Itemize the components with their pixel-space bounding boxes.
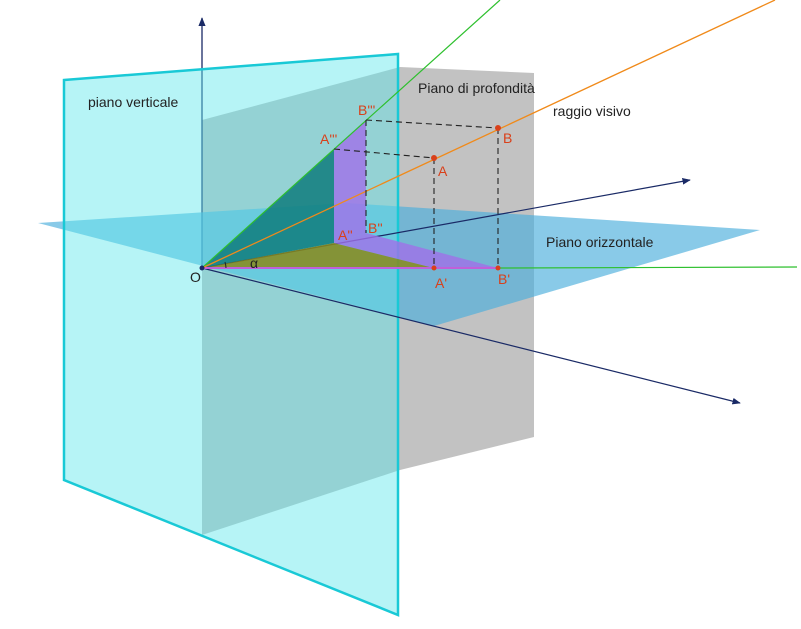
- point-B1: [495, 265, 501, 271]
- label-point-A2: A'': [338, 227, 353, 243]
- label-raggio-visivo: raggio visivo: [553, 103, 631, 119]
- label-point-A3: A''': [320, 131, 337, 147]
- label-point-B2: B'': [368, 220, 383, 236]
- label-alpha: α: [250, 255, 258, 271]
- point-B: [495, 125, 501, 131]
- label-point-A1: A': [435, 275, 447, 291]
- construction-lines: [333, 119, 499, 268]
- label-origin: O: [190, 269, 201, 285]
- label-point-B3: B''': [358, 102, 375, 118]
- point-A: [431, 155, 437, 161]
- visual-ray: [201, 0, 776, 269]
- violet-projection-horizontal: [334, 233, 498, 268]
- point-O: [199, 265, 205, 271]
- label-piano-orizzontale: Piano orizzontale: [546, 234, 654, 250]
- label-point-A: A: [438, 163, 448, 179]
- green-line-horizontal: [497, 266, 798, 269]
- label-piano-profondita: Piano di profondità: [418, 80, 535, 96]
- alpha-arc: [224, 261, 227, 269]
- horizontal-axis: [201, 267, 741, 405]
- label-point-B: B: [503, 130, 512, 146]
- green-line-oblique: [201, 0, 501, 269]
- triangle-horizontal-projection: [202, 243, 434, 268]
- label-piano-verticale: piano verticale: [88, 94, 178, 110]
- label-point-B1: B': [498, 271, 510, 287]
- point-A1: [431, 265, 437, 271]
